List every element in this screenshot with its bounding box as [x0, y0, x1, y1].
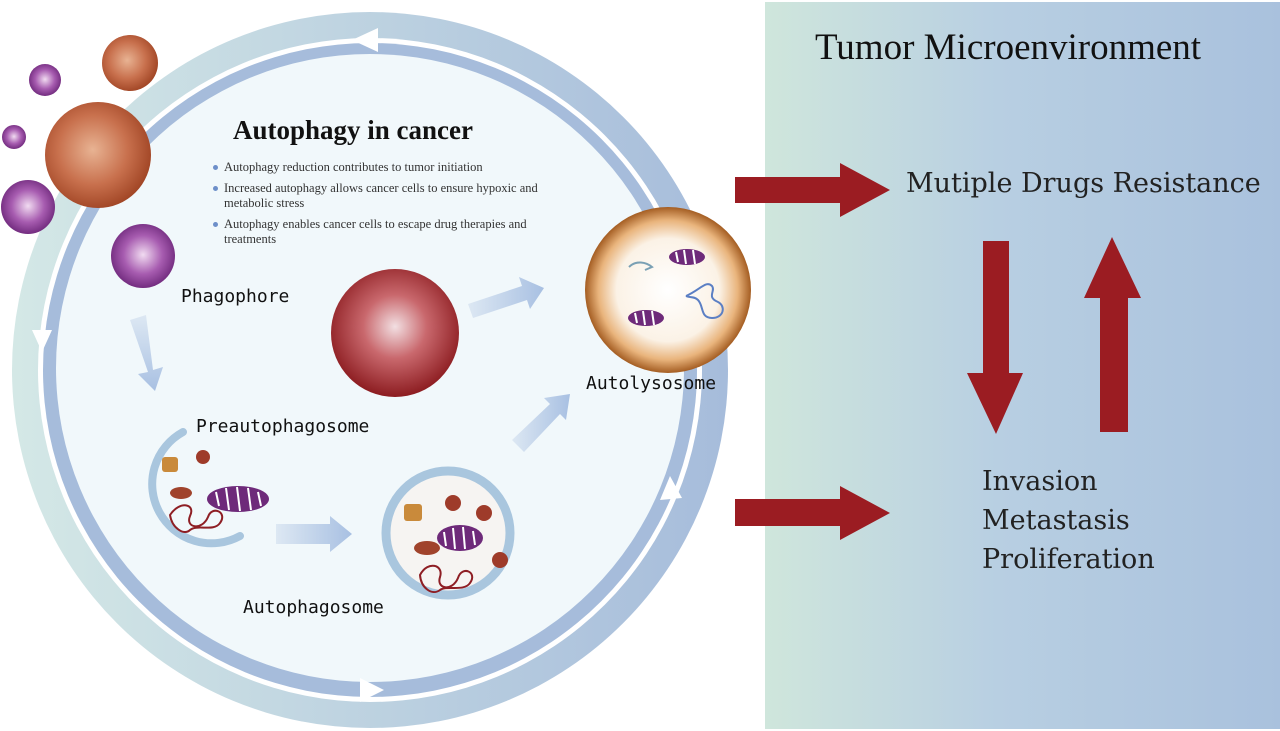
- red-arrow-down-icon: [967, 241, 1023, 434]
- list-item: Increased autophagy allows cancer cells …: [213, 181, 573, 211]
- cancer-cell-sphere: [2, 125, 26, 149]
- outcome-proliferation: Proliferation: [982, 540, 1155, 579]
- autophagosome-illustration: [386, 471, 510, 595]
- cancer-cell-sphere: [1, 180, 55, 234]
- cancer-cell-sphere: [111, 224, 175, 288]
- preautophagosome-label: Preautophagosome: [196, 416, 369, 437]
- red-arrow-right-top-icon: [735, 163, 890, 217]
- list-item: Autophagy reduction contributes to tumor…: [213, 160, 573, 175]
- outcome-invasion: Invasion: [982, 462, 1155, 501]
- outcome-list: Invasion Metastasis Proliferation: [982, 462, 1155, 579]
- drug-resistance-label: Mutiple Drugs Resistance: [906, 168, 1261, 199]
- panel-title: Tumor Microenvironment: [815, 26, 1201, 69]
- central-sphere: [331, 269, 459, 397]
- outcome-metastasis: Metastasis: [982, 501, 1155, 540]
- cancer-cell-sphere: [102, 35, 158, 91]
- list-item: Autophagy enables cancer cells to escape…: [213, 217, 573, 247]
- phagophore-label: Phagophore: [181, 286, 289, 307]
- diagram-title: Autophagy in cancer: [233, 115, 473, 146]
- autolysosome-label: Autolysosome: [586, 373, 716, 394]
- cancer-cell-sphere: [45, 102, 151, 208]
- autophagosome-label: Autophagosome: [243, 597, 384, 618]
- autophagy-facts-list: Autophagy reduction contributes to tumor…: [213, 160, 573, 253]
- autolysosome-illustration: [585, 207, 751, 373]
- red-arrow-up-icon: [1084, 237, 1141, 432]
- cancer-cell-sphere: [29, 64, 61, 96]
- red-arrow-right-bottom-icon: [735, 486, 890, 540]
